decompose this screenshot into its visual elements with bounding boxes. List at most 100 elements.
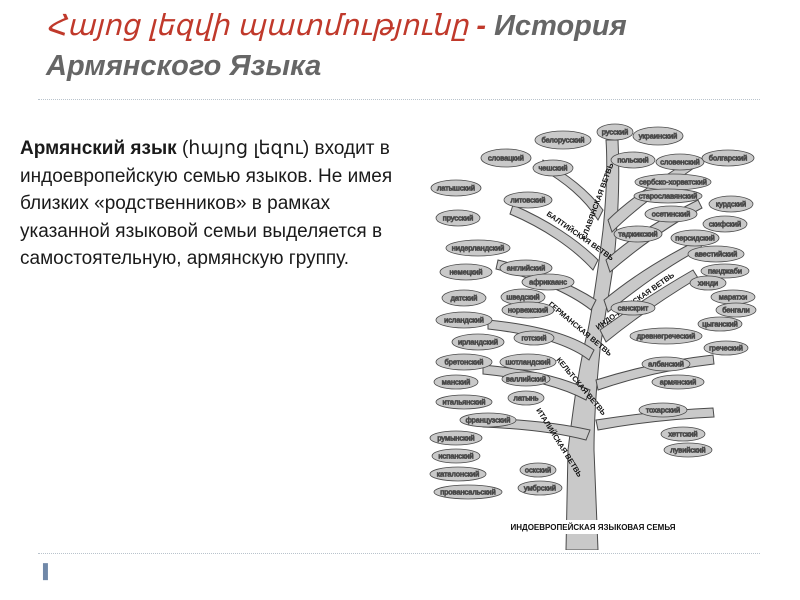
leaf-label: оскский [525, 466, 551, 475]
leaf-label: сербско-хорватский [639, 178, 707, 187]
leaf-label: хеттский [668, 430, 697, 439]
leaf-prussian: прусский [435, 209, 481, 227]
leaf-breton: бретонский [435, 353, 493, 371]
leaf-spanish: испанский [431, 448, 481, 464]
leaf-label: датский [451, 294, 478, 303]
leaf-label: словацкий [488, 154, 524, 163]
language-tree-svg: СЛАВЯНСКАЯ ВЕТВЬ БАЛТИЙСКАЯ ВЕТВЬ ИНДО-И… [429, 123, 757, 550]
leaf-tajik: таджикский [613, 225, 663, 243]
leaf-label: албанский [648, 360, 684, 369]
leaf-label: каталонский [437, 470, 480, 479]
leaf-label: таджикский [618, 230, 657, 239]
body-armenian-term: (հայոց լեզու) [176, 138, 310, 159]
leaf-label: бенгали [722, 306, 749, 315]
leaf-lithuanian: литовский [503, 191, 553, 209]
leaf-bulgarian: болгарский [701, 149, 755, 167]
leaf-catalan: каталонский [429, 466, 487, 482]
leaf-czech: чешский [532, 159, 574, 177]
root-banner [488, 520, 708, 534]
leaf-label: исландский [444, 316, 484, 325]
bottom-divider [38, 553, 760, 554]
leaf-label: тохарский [646, 406, 680, 415]
leaf-label: прусский [443, 214, 474, 223]
leaf-marathi: маратхи [710, 289, 756, 305]
leaf-label: армянский [660, 378, 697, 387]
leaf-ancient-greek: древнегреческий [629, 327, 703, 345]
leaf-avestan: авестийский [687, 245, 745, 263]
leaf-scottish: шотландский [499, 353, 557, 371]
leaf-danish: датский [441, 289, 487, 307]
title-separator: - [468, 10, 495, 42]
leaf-ukrainian: украинский [632, 126, 684, 146]
leaf-label: санскрит [618, 304, 649, 313]
leaf-swedish: шведский [500, 288, 546, 306]
title-russian: История Армянского Языка [46, 10, 627, 82]
leaf-label: шведский [506, 293, 539, 302]
body-bold-term: Армянский язык [20, 138, 177, 159]
root-label: ИНДОЕВРОПЕЙСКАЯ ЯЗЫКОВАЯ СЕМЬЯ [510, 523, 675, 532]
leaf-label: польский [617, 156, 648, 165]
leaf-belarusian: белорусский [534, 130, 592, 150]
leaf-norwegian: норвежский [501, 301, 555, 319]
leaf-label: бретонский [445, 358, 484, 367]
slide-bullet-icon: ▐ [38, 563, 48, 579]
leaf-hittite: хеттский [660, 426, 706, 442]
leaf-old-slavonic: старославянский [633, 188, 703, 204]
leaf-kurdish: курдский [708, 195, 754, 213]
leaf-slovenian: словенский [655, 153, 705, 171]
leaf-afrikaans: африкаанс [521, 273, 575, 291]
leaf-label: украинский [639, 132, 678, 141]
leaf-punjabi: панджаби [700, 263, 750, 279]
leaf-label: скифский [709, 220, 741, 229]
leaf-group: белорусский русский украинский словацкий… [429, 123, 757, 500]
body-rest: входит в индоевропейскую семью языков. Н… [20, 138, 393, 269]
leaf-label: панджаби [708, 267, 742, 276]
leaf-latin: латынь [507, 390, 545, 406]
leaf-label: норвежский [508, 306, 548, 315]
leaf-label: русский [602, 128, 629, 137]
leaf-ossetian: осетинский [644, 205, 698, 223]
leaf-label: испанский [438, 452, 473, 461]
leaf-bengali: бенгали [715, 302, 757, 318]
leaf-latvian: латышский [430, 179, 482, 197]
leaf-manx: манский [433, 374, 479, 390]
leaf-label: латынь [514, 394, 539, 403]
leaf-label: английский [507, 264, 545, 273]
leaf-label: французский [466, 416, 511, 425]
leaf-label: греческий [709, 344, 743, 353]
top-divider [38, 99, 760, 100]
leaf-scythian: скифский [702, 215, 748, 233]
language-tree-figure: СЛАВЯНСКАЯ ВЕТВЬ БАЛТИЙСКАЯ ВЕТВЬ ИНДО-И… [428, 120, 763, 550]
leaf-label: лувийский [670, 446, 705, 455]
leaf-label: осетинский [652, 210, 690, 219]
leaf-tocharian: тохарский [638, 402, 688, 418]
leaf-oscan: оскский [519, 462, 557, 478]
leaf-umbrian: умбрский [517, 480, 563, 496]
leaf-label: готский [522, 334, 547, 343]
leaf-label: умбрский [524, 484, 556, 493]
leaf-gothic: готский [513, 330, 555, 346]
leaf-label: персидский [675, 234, 715, 243]
leaf-english: английский [499, 259, 553, 277]
leaf-label: чешский [538, 164, 567, 173]
leaf-luwian: лувийский [663, 442, 713, 458]
leaf-polish: польский [610, 151, 656, 169]
slide-title: Հայոց լեզվի պատմությունը - История Армян… [46, 6, 766, 86]
leaf-sanskrit: санскрит [610, 300, 656, 316]
leaf-label: цыганский [702, 320, 737, 329]
title-armenian: Հայոց լեզվի պատմությունը [46, 10, 469, 42]
leaf-icelandic: исландский [435, 311, 493, 329]
leaf-albanian: албанский [641, 356, 691, 372]
leaf-serbo-croatian: сербско-хорватский [634, 173, 712, 191]
leaf-label: словенский [660, 158, 699, 167]
leaf-label: древнегреческий [637, 332, 695, 341]
leaf-persian: персидский [670, 229, 720, 247]
leaf-italian: итальянский [435, 394, 493, 410]
leaf-label: белорусский [541, 136, 584, 145]
leaf-label: авестийский [695, 250, 738, 259]
leaf-dutch: нидерландский [445, 239, 511, 257]
leaf-label: латышский [437, 184, 475, 193]
leaf-label: маратхи [719, 293, 747, 302]
leaf-label: курдский [716, 200, 746, 209]
leaf-label: старославянский [639, 192, 698, 201]
